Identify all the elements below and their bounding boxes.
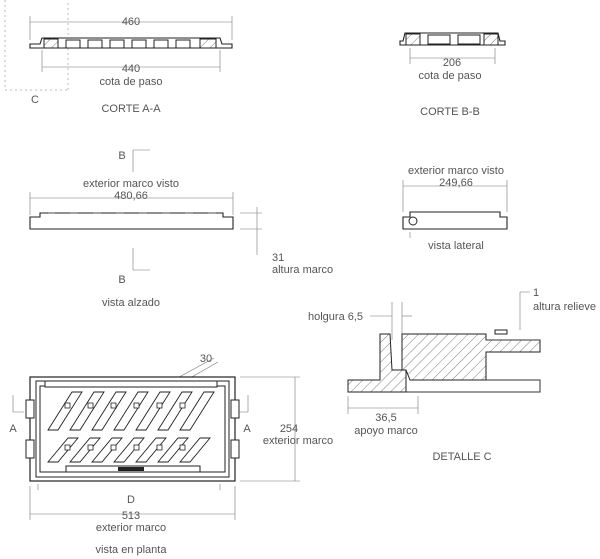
detalle-relieve-value: 1 bbox=[533, 287, 539, 299]
detalle-apoyo-label: apoyo marco bbox=[354, 425, 418, 437]
vista-planta-view: 30 bbox=[9, 353, 333, 556]
planta-angle: 30 bbox=[200, 353, 212, 365]
planta-section-right: A bbox=[243, 423, 251, 435]
detalle-relieve-label: altura relieve bbox=[533, 301, 596, 313]
planta-slots bbox=[47, 391, 215, 463]
corte-bb-view: 206 cota de paso CORTE B-B bbox=[399, 32, 506, 118]
corte-aa-dim-bottom: 440 bbox=[122, 63, 140, 75]
alzado-frame bbox=[29, 212, 234, 230]
corte-aa-bars bbox=[43, 38, 217, 49]
corte-aa-dim-bottom-label: cota de paso bbox=[100, 76, 163, 88]
detail-c-label: C bbox=[31, 94, 39, 106]
detalle-relief-bump bbox=[494, 329, 508, 335]
planta-lug-left-top bbox=[25, 399, 35, 419]
corte-bb-profile bbox=[399, 32, 506, 46]
corte-bb-dim: 206 bbox=[443, 57, 461, 69]
planta-section-bottom: D bbox=[127, 494, 135, 506]
planta-height-label: exterior marco bbox=[263, 435, 333, 447]
detalle-frame-section bbox=[347, 333, 407, 393]
detalle-grating-section bbox=[401, 333, 541, 381]
planta-studs bbox=[64, 402, 186, 451]
detalle-holgura: holgura 6,5 bbox=[308, 311, 363, 323]
planta-hinge-bar bbox=[44, 380, 218, 388]
planta-section-left: A bbox=[9, 423, 17, 435]
planta-width-label: exterior marco bbox=[96, 522, 166, 534]
alzado-title: vista alzado bbox=[102, 297, 160, 309]
lateral-dim-value: 249,66 bbox=[439, 177, 473, 189]
lateral-dim-label: exterior marco visto bbox=[408, 165, 504, 177]
corte-aa-title: CORTE A-A bbox=[101, 103, 161, 115]
vista-lateral-view: exterior marco visto 249,66 vista latera… bbox=[402, 165, 508, 252]
planta-outer-frame bbox=[29, 376, 236, 482]
corte-bb-title: CORTE B-B bbox=[420, 106, 480, 118]
detalle-title: DETALLE C bbox=[432, 451, 491, 463]
alzado-dim-label: exterior marco visto bbox=[83, 178, 179, 190]
alzado-height-label: altura marco bbox=[272, 264, 333, 276]
alzado-section-bottom: B bbox=[118, 274, 125, 286]
planta-lug-right-bottom bbox=[230, 439, 240, 459]
planta-title: vista en planta bbox=[96, 544, 168, 556]
planta-lug-right-top bbox=[230, 399, 240, 419]
alzado-height-value: 31 bbox=[272, 252, 284, 264]
alzado-dim-value: 480,66 bbox=[114, 190, 148, 202]
detalle-c-view: holgura 6,5 1 altura relieve 36,5 apoyo … bbox=[308, 287, 596, 463]
lateral-frame bbox=[402, 211, 508, 230]
corte-bb-dim-label: cota de paso bbox=[419, 70, 482, 82]
corte-aa-dim-top: 460 bbox=[122, 16, 140, 28]
planta-width-value: 513 bbox=[122, 510, 140, 522]
lateral-title: vista lateral bbox=[428, 240, 484, 252]
corte-aa-view: 460 440 cota de paso C CORTE A-A bbox=[4, 0, 233, 115]
detalle-apoyo-value: 36,5 bbox=[375, 412, 396, 424]
alzado-section-top: B bbox=[118, 150, 125, 162]
planta-height-value: 254 bbox=[280, 423, 298, 435]
lateral-hinge-icon bbox=[408, 216, 418, 226]
vista-alzado-view: B exterior marco visto 480,66 31 altura … bbox=[29, 149, 333, 309]
planta-lug-left-bottom bbox=[25, 439, 35, 459]
